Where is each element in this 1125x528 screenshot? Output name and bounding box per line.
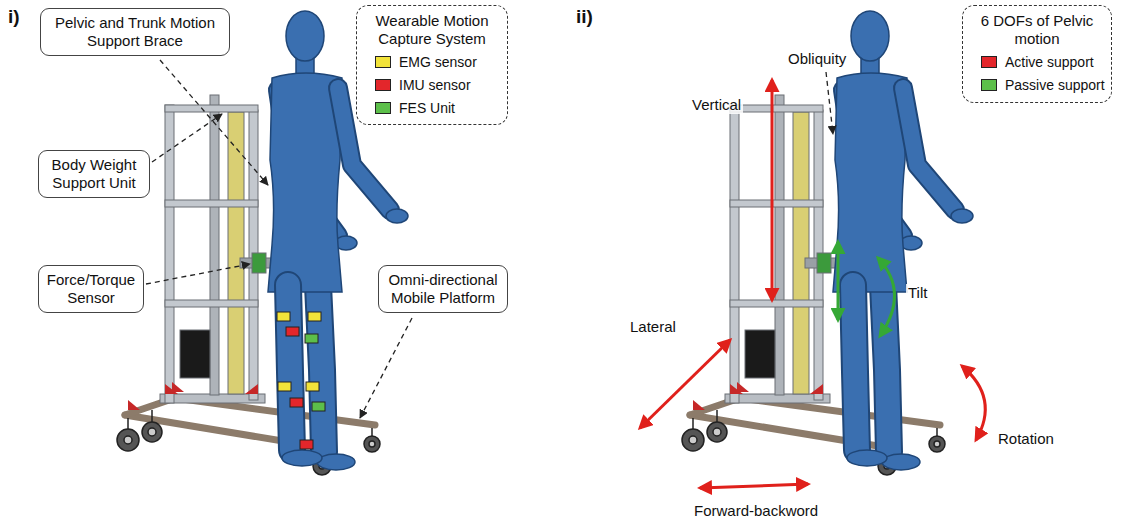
dof-label: Lateral xyxy=(628,318,678,336)
legend-box: 6 DOFs of Pelvic motionActive supportPas… xyxy=(962,5,1112,103)
callout-box: Force/Torque Sensor xyxy=(38,265,144,313)
legend-swatch xyxy=(375,56,391,68)
legend-swatch xyxy=(375,79,391,91)
dof-label: Forward-backword xyxy=(692,502,820,520)
legend-swatch xyxy=(981,56,997,68)
legend-entry: Active support xyxy=(981,54,1105,71)
callout-box: Omni-directional Mobile Platform xyxy=(378,265,508,313)
dof-label: Obliquity xyxy=(786,50,848,68)
legend-entry: IMU sensor xyxy=(375,77,501,94)
legend-text: Passive support xyxy=(1005,77,1105,94)
callout-box: Body Weight Support Unit xyxy=(38,150,150,198)
legend-swatch xyxy=(375,102,391,114)
dof-label: Tilt xyxy=(906,284,929,302)
legend-heading: 6 DOFs of Pelvic motion xyxy=(969,12,1105,48)
legend-swatch xyxy=(981,79,997,91)
legend-text: Active support xyxy=(1005,54,1094,71)
legend-entry: Passive support xyxy=(981,77,1105,94)
callout-box: Pelvic and Trunk Motion Support Brace xyxy=(40,8,230,56)
callout-text: Body Weight Support Unit xyxy=(45,156,143,192)
legend-text: IMU sensor xyxy=(399,77,471,94)
dof-label: Rotation xyxy=(996,430,1056,448)
callout-text: Force/Torque Sensor xyxy=(45,271,137,307)
callout-text: Pelvic and Trunk Motion Support Brace xyxy=(47,14,223,50)
panel-label: i) xyxy=(6,6,22,29)
legend-entry: FES Unit xyxy=(375,100,501,117)
legend-text: EMG sensor xyxy=(399,54,477,71)
legend-text: FES Unit xyxy=(399,100,455,117)
legend-heading: Wearable Motion Capture System xyxy=(363,12,501,48)
legend-box: Wearable Motion Capture SystemEMG sensor… xyxy=(356,5,508,125)
callout-text: Omni-directional Mobile Platform xyxy=(385,271,501,307)
panel-label: ii) xyxy=(574,6,595,29)
legend-entry: EMG sensor xyxy=(375,54,501,71)
dof-label: Vertical xyxy=(690,96,743,114)
